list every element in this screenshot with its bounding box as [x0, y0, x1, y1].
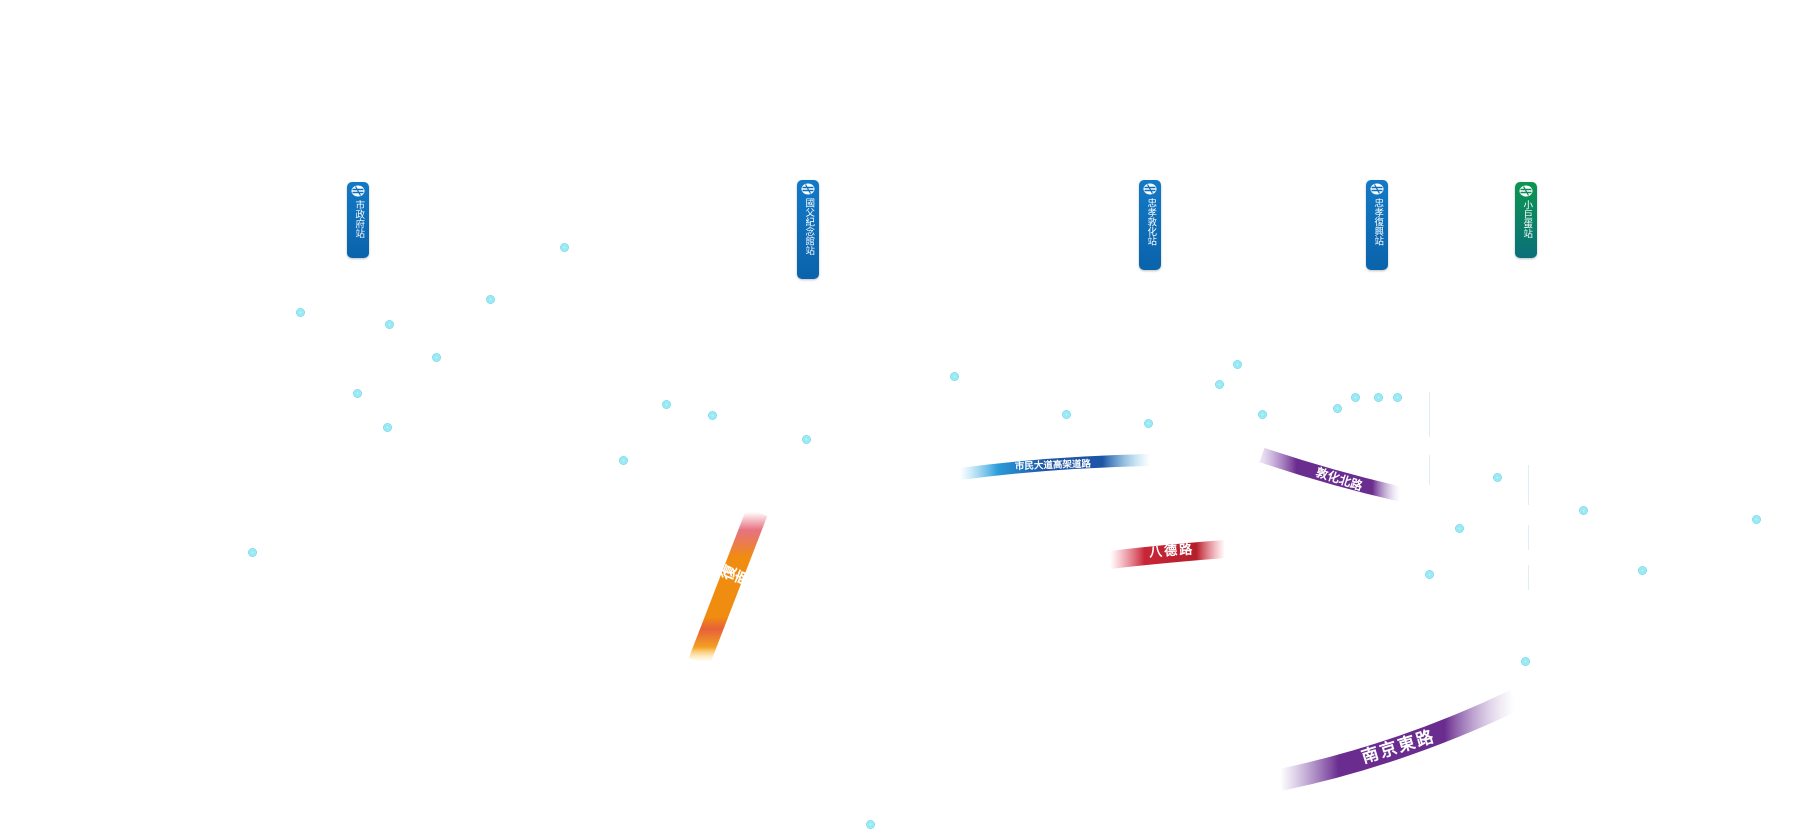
poi-dot-icon[interactable]	[1455, 524, 1464, 533]
metro-logo-icon	[1370, 183, 1384, 195]
poi-dot-icon[interactable]	[708, 411, 717, 420]
station-xiaojudan-name: 小巨蛋站	[1521, 200, 1533, 238]
poi-dot-icon[interactable]	[486, 295, 495, 304]
poi-dot-icon[interactable]	[383, 423, 392, 432]
poi-dot-icon[interactable]	[296, 308, 305, 317]
poi-dot-icon[interactable]	[1374, 393, 1383, 402]
poi-dot-icon[interactable]	[1493, 473, 1502, 482]
poi-dot-icon[interactable]	[248, 548, 257, 557]
poi-dot-icon[interactable]	[950, 372, 959, 381]
ghost-line	[1528, 525, 1529, 550]
station-guofu-name: 國父紀念館站	[803, 198, 815, 255]
station-dunhua[interactable]: 忠孝敦化站	[1139, 180, 1161, 270]
road-guangfu[interactable]: 光復南路	[688, 508, 768, 666]
poi-dot-icon[interactable]	[1333, 404, 1342, 413]
poi-dot-icon[interactable]	[1579, 506, 1588, 515]
road-dunhua-north[interactable]: 敦化北路	[1259, 447, 1402, 502]
metro-logo-icon	[1519, 185, 1533, 197]
road-shimin-label: 市民大道高架道路	[1015, 458, 1092, 473]
station-dunhua-name: 忠孝敦化站	[1145, 198, 1157, 246]
poi-dot-icon[interactable]	[1062, 410, 1071, 419]
metro-logo-icon	[1143, 183, 1157, 195]
road-bade-label: 八德路	[1148, 541, 1195, 560]
poi-dot-icon[interactable]	[619, 456, 628, 465]
station-shizhengfu-name: 市政府站	[353, 200, 365, 238]
poi-dot-icon[interactable]	[432, 353, 441, 362]
poi-dot-icon[interactable]	[353, 389, 362, 398]
poi-dot-icon[interactable]	[866, 820, 875, 829]
road-nanjing-label: 南京東路	[1359, 726, 1438, 768]
station-xiaojudan[interactable]: 小巨蛋站	[1515, 182, 1537, 258]
poi-dot-icon[interactable]	[385, 320, 394, 329]
poi-dot-icon[interactable]	[1233, 360, 1242, 369]
poi-dot-icon[interactable]	[802, 435, 811, 444]
station-guofu[interactable]: 國父紀念館站	[797, 180, 819, 279]
poi-dot-icon[interactable]	[1393, 393, 1402, 402]
poi-dot-icon[interactable]	[1752, 515, 1761, 524]
road-nanjing[interactable]: 南京東路	[1277, 690, 1520, 791]
ghost-line	[1429, 455, 1430, 485]
poi-dot-icon[interactable]	[1258, 410, 1267, 419]
road-shimin[interactable]: 市民大道高架道路	[959, 454, 1151, 480]
poi-dot-icon[interactable]	[1351, 393, 1360, 402]
road-dunhua-north-label: 敦化北路	[1314, 464, 1365, 493]
poi-dot-icon[interactable]	[1521, 657, 1530, 666]
poi-dot-icon[interactable]	[662, 400, 671, 409]
ghost-line	[1528, 465, 1529, 505]
poi-dot-icon[interactable]	[1638, 566, 1647, 575]
station-fuxing[interactable]: 忠孝復興站	[1366, 180, 1388, 270]
poi-dot-icon[interactable]	[1425, 570, 1434, 579]
poi-dot-icon[interactable]	[1215, 380, 1224, 389]
metro-logo-icon	[351, 185, 365, 197]
station-fuxing-name: 忠孝復興站	[1372, 198, 1384, 246]
metro-logo-icon	[801, 183, 815, 195]
road-bade[interactable]: 八德路	[1108, 540, 1226, 569]
poi-dot-icon[interactable]	[1144, 419, 1153, 428]
station-shizhengfu[interactable]: 市政府站	[347, 182, 369, 258]
poi-dot-icon[interactable]	[560, 243, 569, 252]
ghost-line	[1528, 565, 1529, 590]
ghost-line	[1429, 392, 1430, 437]
